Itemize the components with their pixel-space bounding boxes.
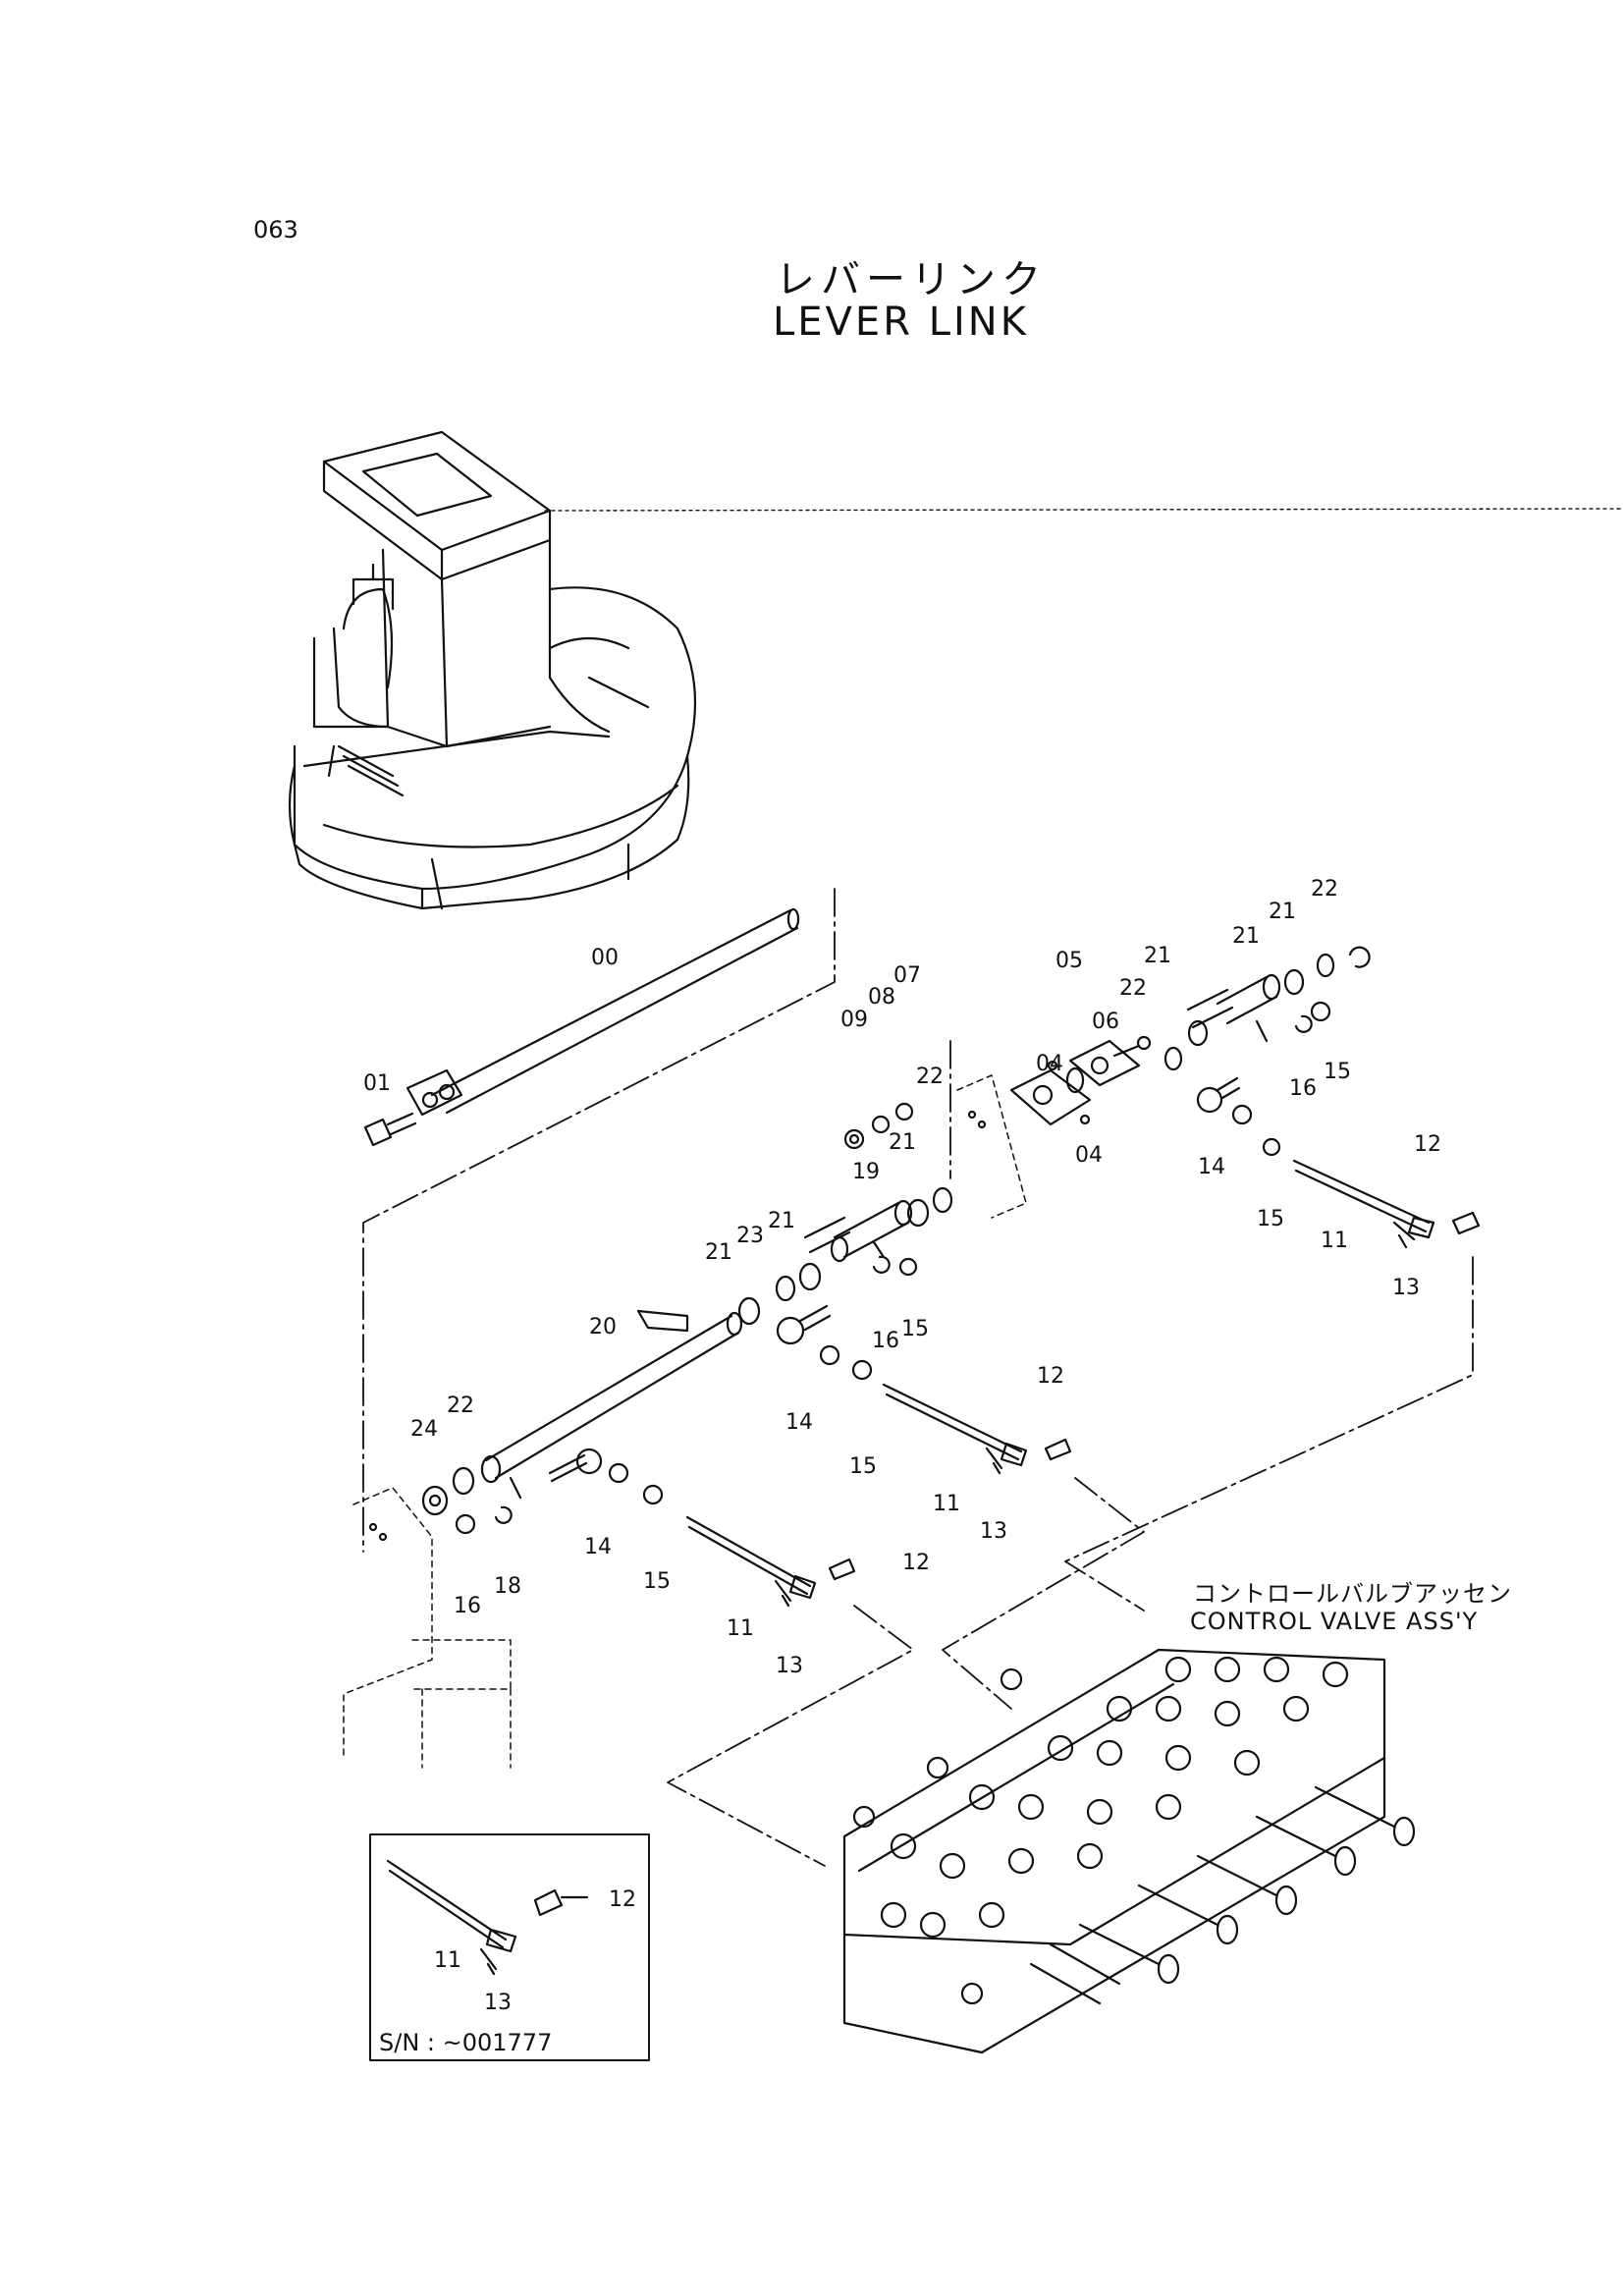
callout-19: 20	[589, 1315, 617, 1339]
part-00-long-shaft	[406, 907, 800, 1117]
callout-11d: 11	[434, 1948, 461, 1973]
callout-11c: 11	[727, 1616, 754, 1641]
callout-12c: 12	[902, 1551, 930, 1575]
callout-12b: 12	[1037, 1364, 1064, 1389]
callout-15d: 15	[849, 1454, 877, 1479]
callout-23: 24	[410, 1417, 438, 1442]
callout-15f: 16	[454, 1594, 481, 1618]
callout-15a: 15	[1324, 1060, 1351, 1084]
middle-link-group	[737, 1074, 1072, 1475]
callout-07: 07	[893, 963, 921, 988]
callout-12d: 12	[609, 1887, 636, 1912]
callout-22a: 22	[1311, 877, 1338, 902]
control-valve-assembly-illustration	[842, 1648, 1416, 2054]
callout-09: 09	[840, 1008, 868, 1032]
inset-box	[369, 1833, 650, 2061]
page-number: 063	[253, 216, 298, 244]
callout-15e: 15	[643, 1569, 671, 1594]
callout-20: 21	[1232, 924, 1260, 949]
callout-13d: 13	[484, 1991, 512, 2015]
callout-13a: 13	[1392, 1276, 1420, 1300]
callout-11a: 11	[1321, 1229, 1348, 1253]
inset-serial-number: S/N : ~001777	[379, 2029, 553, 2056]
callout-15b: 15	[1257, 1207, 1284, 1231]
part-01-bolt	[363, 1112, 417, 1147]
leader-lines	[362, 888, 1474, 1867]
machine-overview-illustration	[288, 430, 1621, 910]
callout-04b: 04	[1075, 1143, 1103, 1168]
callout-21e: 21	[705, 1240, 732, 1265]
callout-01: 01	[363, 1071, 391, 1096]
callout-14a: 14	[1198, 1155, 1225, 1179]
callout-21b: 21	[1144, 944, 1171, 968]
callout-14c: 14	[584, 1535, 612, 1559]
callout-21f: 22	[447, 1394, 474, 1418]
callout-12a: 12	[1414, 1132, 1441, 1157]
callout-22d: 23	[736, 1224, 764, 1248]
callout-labels: 00 01 04 04 05 06 07 08 09 11 11 11 11 1…	[363, 877, 1441, 2015]
callout-22c: 22	[916, 1065, 944, 1089]
callout-14b: 14	[785, 1410, 813, 1435]
callout-00: 00	[591, 946, 619, 970]
callout-21a: 21	[1269, 900, 1296, 924]
title-japanese: レバーリンク	[776, 257, 1047, 302]
callout-11b: 11	[933, 1492, 960, 1516]
callout-05: 05	[1055, 949, 1083, 973]
lower-left-link-group	[343, 1309, 856, 1769]
control-valve-label-english: CONTROL VALVE ASS'Y	[1190, 1608, 1479, 1635]
callout-13b: 13	[980, 1519, 1007, 1544]
callout-15c: 15	[901, 1317, 929, 1341]
callout-16b: 16	[872, 1329, 899, 1353]
callout-04a: 04	[1036, 1052, 1063, 1076]
control-valve-label-japanese: コントロールバルブアッセン	[1193, 1580, 1512, 1608]
callout-06: 06	[1092, 1010, 1119, 1034]
callout-22b: 22	[1119, 976, 1147, 1001]
upper-right-link-group	[1009, 946, 1481, 1249]
callout-21d: 21	[768, 1209, 795, 1233]
title-english: LEVER LINK	[773, 300, 1029, 345]
callout-13c: 13	[776, 1654, 803, 1678]
callout-08: 08	[868, 985, 895, 1010]
callout-16a: 16	[1289, 1076, 1317, 1101]
callout-16c: 18	[494, 1574, 521, 1599]
callout-18: 19	[852, 1160, 880, 1184]
callout-21c: 21	[889, 1130, 916, 1155]
